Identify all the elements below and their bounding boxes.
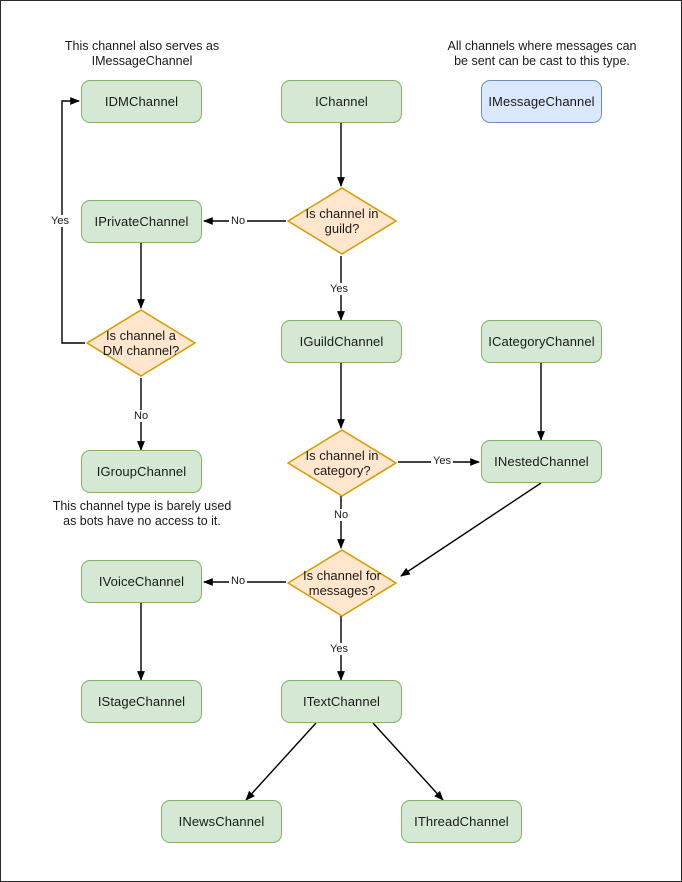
note-group-channel: This channel type is barely used as bots… bbox=[52, 499, 232, 528]
node-inewschannel[interactable]: INewsChannel bbox=[161, 800, 282, 843]
edge-label-category-no: No bbox=[332, 509, 351, 521]
node-idmchannel[interactable]: IDMChannel bbox=[81, 80, 202, 123]
decision-is-channel-in-category[interactable]: Is channel in category? bbox=[286, 428, 398, 498]
node-istagechannel[interactable]: IStageChannel bbox=[81, 680, 202, 723]
decision-guild-line1: Is channel in bbox=[305, 206, 379, 221]
edge-label-messages-yes: Yes bbox=[328, 643, 350, 655]
decision-is-channel-in-guild[interactable]: Is channel in guild? bbox=[286, 186, 398, 256]
node-inestedchannel[interactable]: INestedChannel bbox=[481, 440, 602, 483]
decision-messages-line1: Is channel for bbox=[302, 568, 382, 583]
decision-category-line2: category? bbox=[313, 463, 371, 478]
node-itextchannel[interactable]: ITextChannel bbox=[281, 680, 402, 723]
decision-is-channel-a-dm-channel[interactable]: Is channel a DM channel? bbox=[85, 308, 197, 378]
node-imessagechannel[interactable]: IMessageChannel bbox=[481, 80, 602, 123]
decision-dm-label: Is channel a DM channel? bbox=[85, 308, 197, 378]
decision-is-channel-for-messages[interactable]: Is channel for messages? bbox=[286, 548, 398, 618]
edge-itextchannel-to-inewschannel bbox=[245, 722, 317, 801]
edge-label-category-yes: Yes bbox=[431, 455, 453, 467]
edge-itextchannel-to-ithreadchannel bbox=[372, 722, 444, 801]
node-iprivatechannel[interactable]: IPrivateChannel bbox=[81, 200, 202, 243]
note-dm-channel: This channel also serves as IMessageChan… bbox=[64, 39, 220, 68]
decision-category-label: Is channel in category? bbox=[286, 428, 398, 498]
decision-dm-line1: Is channel a bbox=[105, 328, 177, 343]
edge-label-guild-no: No bbox=[229, 215, 248, 227]
decision-category-line1: Is channel in bbox=[305, 448, 379, 463]
note-message-channel: All channels where messages can be sent … bbox=[447, 39, 637, 68]
edge-inestedchannel-to-messages bbox=[400, 482, 542, 577]
edge-label-dm-no: No bbox=[132, 410, 151, 422]
decision-dm-line2: DM channel? bbox=[102, 343, 180, 358]
node-ithreadchannel[interactable]: IThreadChannel bbox=[401, 800, 522, 843]
decision-guild-label: Is channel in guild? bbox=[286, 186, 398, 256]
edge-label-guild-yes: Yes bbox=[328, 283, 350, 295]
node-icategorychannel[interactable]: ICategoryChannel bbox=[481, 320, 602, 363]
decision-messages-label: Is channel for messages? bbox=[286, 548, 398, 618]
node-ivoicechannel[interactable]: IVoiceChannel bbox=[81, 560, 202, 603]
edge-label-dm-yes: Yes bbox=[49, 215, 71, 227]
edge-label-messages-no: No bbox=[229, 575, 248, 587]
node-igroupchannel[interactable]: IGroupChannel bbox=[81, 450, 202, 493]
decision-messages-line2: messages? bbox=[308, 583, 376, 598]
node-iguildchannel[interactable]: IGuildChannel bbox=[281, 320, 402, 363]
decision-guild-line2: guild? bbox=[324, 221, 360, 236]
node-ichannel[interactable]: IChannel bbox=[281, 80, 402, 123]
